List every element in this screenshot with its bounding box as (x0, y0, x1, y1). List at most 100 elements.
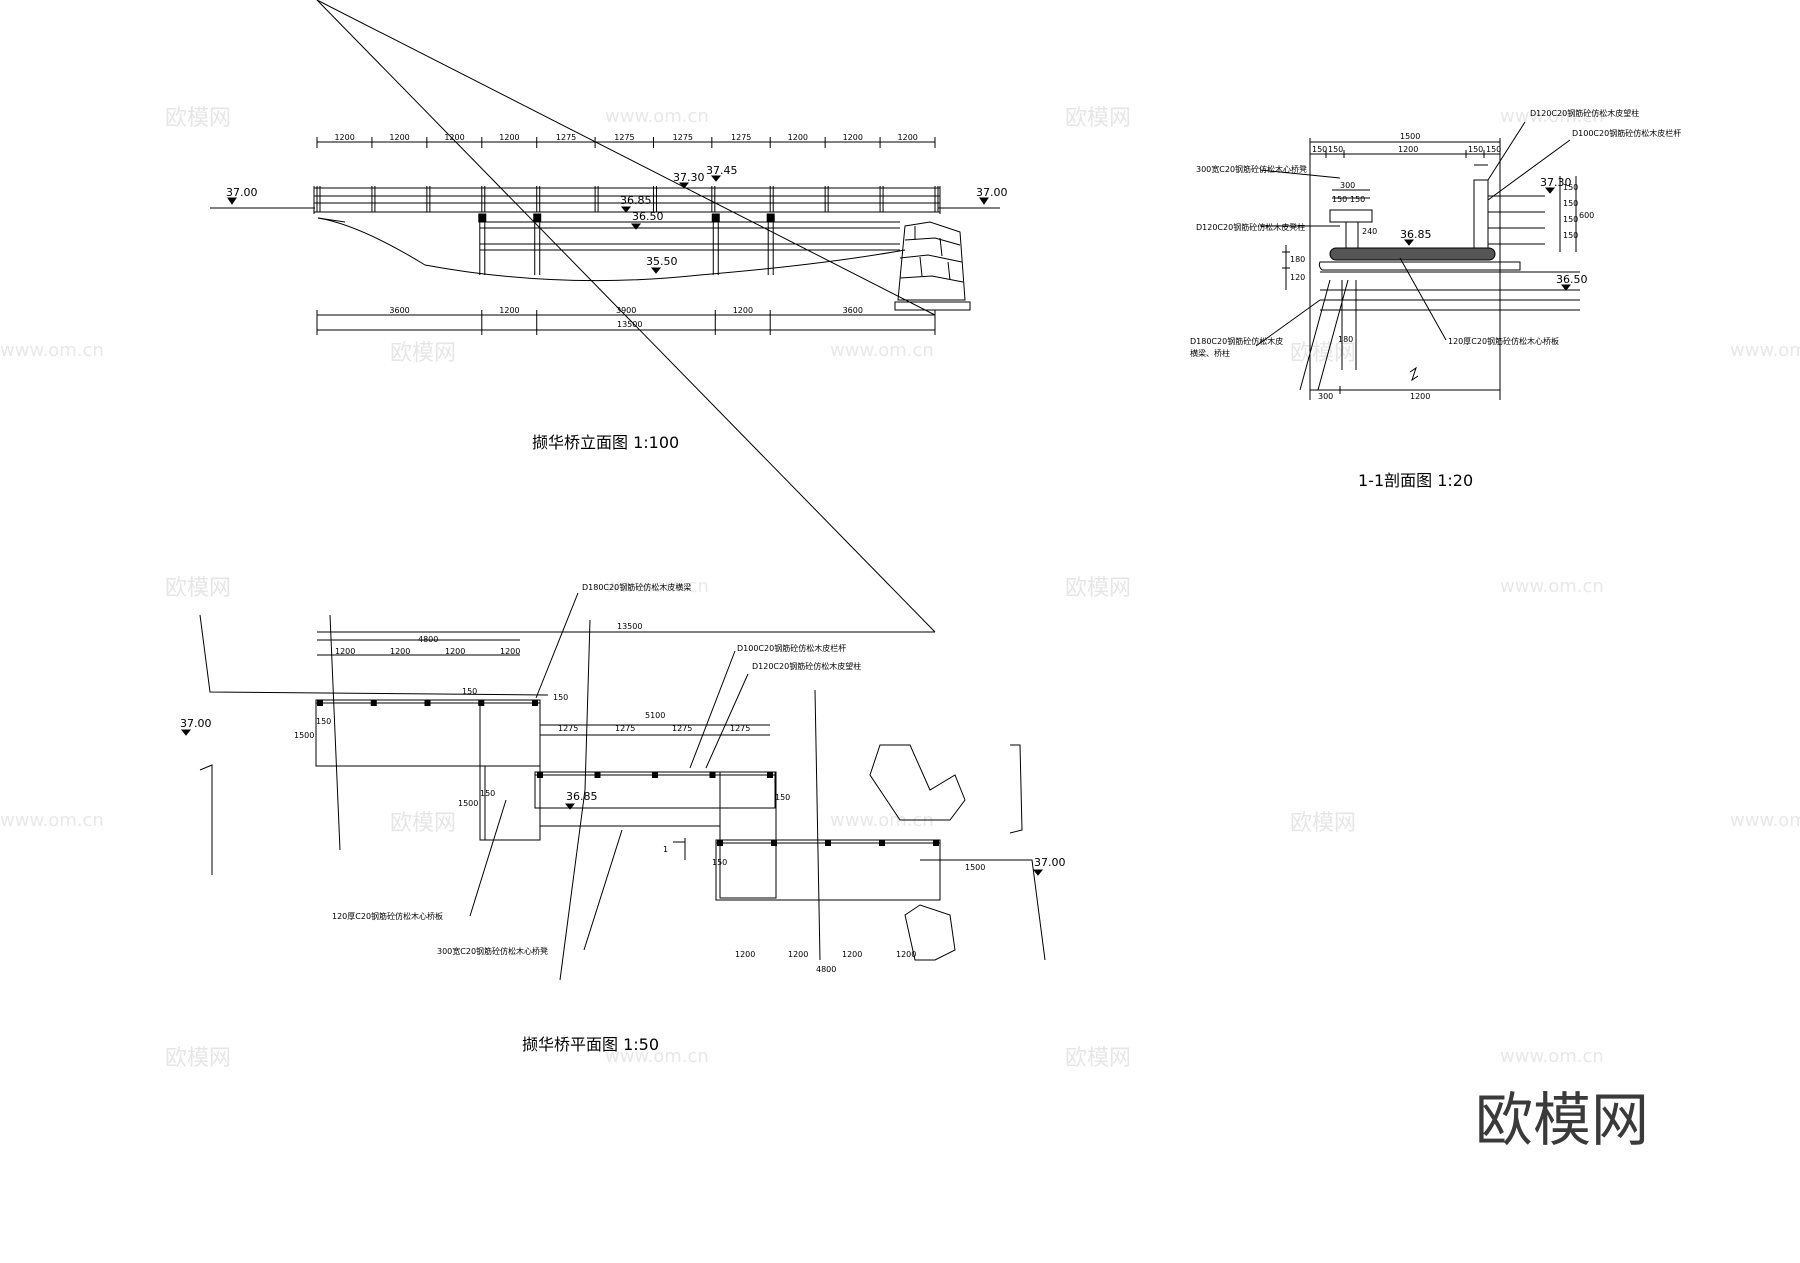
plan-mid-dim: 1275 (615, 724, 635, 733)
plan-top-dim: 1200 (445, 647, 465, 656)
rail-post (709, 772, 716, 778)
rail-post (537, 772, 543, 778)
plan-small-dim: 150 (462, 687, 477, 696)
section-left-dim: 120 (1290, 273, 1305, 282)
section-top-dim: 150 (1486, 145, 1501, 154)
level-mid: 36.85 (566, 790, 598, 803)
plan-small-dim: 150 (316, 717, 331, 726)
rail-post (478, 700, 485, 706)
plan-width-dim: 1500 (965, 863, 985, 872)
dim-label: 1275 (731, 133, 751, 142)
section-note: 300宽C20钢筋砼仿松木心桥凳 (1196, 164, 1307, 174)
plan-bottom-dim: 1200 (896, 950, 916, 959)
watermark-url: www.om.cn (1500, 576, 1604, 597)
plan-view (180, 0, 1046, 981)
plan-bottom-run: 4800 (816, 965, 836, 974)
dim-label: 1200 (334, 133, 354, 142)
level-left: 37.00 (180, 717, 212, 730)
watermark-url: www.om.cn (0, 810, 104, 831)
watermark-url: www.om.cn (605, 576, 709, 597)
plan-note: 120厚C20钢筋砼仿松木心桥板 (332, 911, 443, 921)
section-top-total: 1500 (1400, 132, 1420, 141)
section-right-dim: 150 (1563, 199, 1578, 208)
dim-label: 1275 (556, 133, 576, 142)
beam-end (711, 213, 720, 223)
watermark-brand: 欧模网 (165, 576, 231, 601)
elevation-view (210, 0, 1000, 335)
watermark-brand: 欧模网 (390, 341, 456, 366)
watermark-brand: 欧模网 (1065, 576, 1131, 601)
beam-end (478, 213, 487, 223)
level-rail: 37.30 (1540, 176, 1572, 189)
plan-mid-run: 5100 (645, 711, 665, 720)
watermark-brand: 欧模网 (1065, 106, 1131, 131)
dim-label: 1200 (499, 133, 519, 142)
section-bench-dim: 150 (1350, 195, 1365, 204)
rail-post (825, 840, 831, 846)
dim-label: 1200 (444, 133, 464, 142)
plan-bottom-dim: 1200 (842, 950, 862, 959)
watermark-brand: 欧模网 (1065, 1046, 1131, 1071)
rail-post (717, 840, 723, 846)
level-water: 36.50 (1556, 273, 1588, 286)
plan-note: D100C20钢筋砼仿松木皮栏杆 (737, 643, 846, 653)
section-bench-dim: 300 (1340, 181, 1355, 190)
watermark-url: www.om.cn (830, 340, 934, 361)
plan-width-dim: 1500 (294, 731, 314, 740)
plan-small-dim: 150 (480, 789, 495, 798)
watermark-url: www.om.cn (605, 106, 709, 127)
plan-note: 300宽C20钢筋砼仿松木心桥凳 (437, 946, 548, 956)
watermark-url: www.om.cn (1730, 340, 1800, 361)
brand-logo-text: 欧模网 (1475, 1086, 1649, 1154)
beam-end (533, 213, 542, 223)
section-bottom-dim: 1200 (1410, 392, 1430, 401)
rail-post (532, 700, 538, 706)
dim-label: 1200 (843, 133, 863, 142)
rail-post (767, 772, 773, 778)
section-view (1255, 121, 1580, 400)
watermark-brand: 欧模网 (165, 1046, 231, 1071)
watermark-url: www.om.cn (830, 810, 934, 831)
level-deck: 36.85 (1400, 228, 1432, 241)
plan-width-dim: 1500 (458, 799, 478, 808)
section-bench-height: 240 (1362, 227, 1377, 236)
dim-label: 1200 (499, 306, 519, 315)
plan-small-dim: 150 (712, 858, 727, 867)
rail-post (879, 840, 885, 846)
level-left: 37.00 (226, 186, 258, 199)
elevation-total-dim: 13500 (617, 320, 642, 329)
watermark-url: www.om.cn (1730, 810, 1800, 831)
dim-label: 1200 (389, 133, 409, 142)
watermark-url: www.om.cn (1500, 1046, 1604, 1067)
section-top-dim: 150 (1328, 145, 1343, 154)
plan-note: D120C20钢筋砼仿松木皮望柱 (752, 661, 861, 671)
beam-end (766, 213, 775, 223)
section-labels: 1500 150 150 1200 150 150 300 150 150 24… (1190, 108, 1681, 490)
section-right-dim: 150 (1563, 231, 1578, 240)
section-caption: 1-1剖面图 1:20 (1358, 471, 1473, 490)
rail-post (771, 840, 777, 846)
section-right-dim: 150 (1563, 215, 1578, 224)
rail-post (594, 772, 601, 778)
dim-label: 3600 (843, 306, 863, 315)
rail-post (652, 772, 658, 778)
section-pile-dim: 180 (1338, 335, 1353, 344)
watermark-brand: 欧模网 (1290, 811, 1356, 836)
level-beam: 36.50 (632, 210, 664, 223)
dim-label: 1275 (614, 133, 634, 142)
watermark-url: www.om.cn (1500, 106, 1604, 127)
plan-bottom-dim: 1200 (735, 950, 755, 959)
rail-post (933, 840, 939, 846)
level-rail-top: 37.45 (706, 164, 738, 177)
watermark-url: www.om.cn (605, 1046, 709, 1067)
watermark-brand: 欧模网 (390, 811, 456, 836)
dim-label: 1275 (673, 133, 693, 142)
watermark-brand: 欧模网 (165, 106, 231, 131)
section-left-dim: 180 (1290, 255, 1305, 264)
section-bottom-dim: 300 (1318, 392, 1333, 401)
level-right: 37.00 (976, 186, 1008, 199)
section-bench-dim: 150 (1332, 195, 1347, 204)
level-bed: 35.50 (646, 255, 678, 268)
plan-top-run: 4800 (418, 635, 438, 644)
